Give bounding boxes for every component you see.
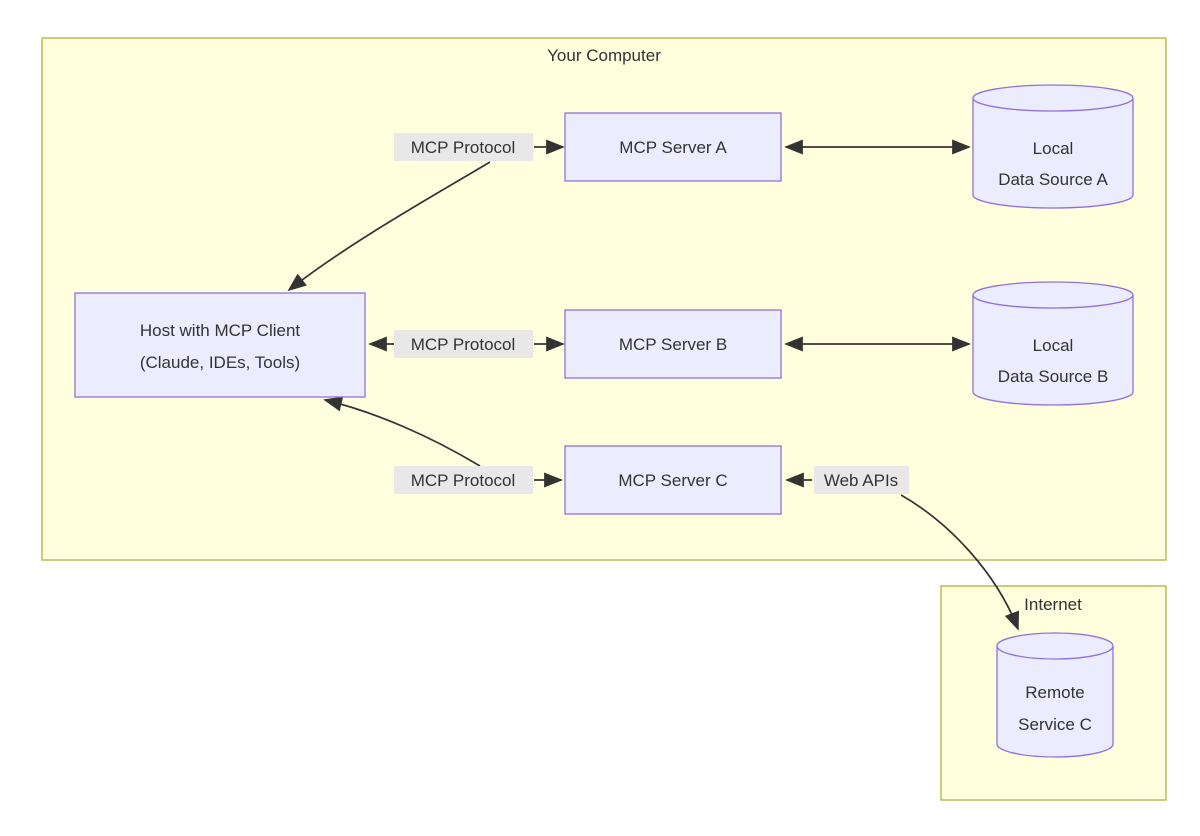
local-data-source-a-line2: Data Source A — [998, 170, 1108, 189]
internet-title: Internet — [1024, 595, 1082, 614]
edge-label-mcp-protocol-a-bg — [394, 133, 533, 161]
mcp-server-c-label: MCP Server C — [618, 471, 727, 490]
local-data-source-b-node: Local Data Source B — [972, 281, 1134, 406]
edge-host-server-a — [287, 161, 491, 292]
mcp-server-b-box — [564, 309, 782, 379]
remote-service-c-cylinder-top — [996, 645, 1114, 660]
mcp-server-c-node: MCP Server C — [564, 445, 782, 515]
local-data-source-b-line1: Local — [1033, 336, 1074, 355]
remote-service-c-line1: Remote — [1025, 683, 1085, 702]
mcp-server-c-box — [564, 445, 782, 515]
edge-label-web-apis: Web APIs — [814, 466, 909, 494]
host-label-line2: (Claude, IDEs, Tools) — [140, 353, 300, 372]
remote-service-c-cylinder — [996, 632, 1114, 758]
mcp-server-a-label: MCP Server A — [619, 138, 727, 157]
host-label-line1: Host with MCP Client — [140, 321, 301, 340]
mcp-server-b-node: MCP Server B — [564, 309, 782, 379]
edge-label-mcp-protocol-a: MCP Protocol — [394, 133, 533, 161]
mcp-server-b-label: MCP Server B — [619, 335, 727, 354]
edge-label-web-apis-text: Web APIs — [824, 471, 898, 490]
edge-label-mcp-protocol-c: MCP Protocol — [394, 466, 533, 494]
edge-label-mcp-protocol-b-bg — [394, 330, 533, 358]
host-node-box — [74, 292, 366, 398]
your-computer-title: Your Computer — [547, 46, 661, 65]
edge-host-server-c — [323, 396, 481, 467]
edge-label-mcp-protocol-b: MCP Protocol — [394, 330, 533, 358]
mcp-server-a-box — [564, 112, 782, 182]
local-data-source-b-line2: Data Source B — [998, 367, 1109, 386]
local-data-source-a-cylinder — [972, 84, 1134, 209]
edge-label-mcp-protocol-c-text: MCP Protocol — [411, 471, 516, 490]
edge-label-mcp-protocol-c-bg — [394, 466, 533, 494]
edge-labels: MCP Protocol MCP Protocol MCP Protocol W… — [394, 133, 909, 494]
edges — [287, 139, 1019, 631]
local-data-source-b-cylinder — [972, 281, 1134, 406]
edge-webapis-remote-c — [900, 494, 1019, 631]
edge-label-mcp-protocol-a-text: MCP Protocol — [411, 138, 516, 157]
remote-service-c-line2: Service C — [1018, 715, 1092, 734]
edge-label-mcp-protocol-b-text: MCP Protocol — [411, 335, 516, 354]
local-data-source-b-cylinder-top — [972, 294, 1134, 309]
local-data-source-a-line1: Local — [1033, 139, 1074, 158]
edge-label-web-apis-bg — [814, 466, 909, 494]
local-data-source-a-node: Local Data Source A — [972, 84, 1134, 209]
mcp-server-a-node: MCP Server A — [564, 112, 782, 182]
host-node: Host with MCP Client (Claude, IDEs, Tool… — [74, 292, 366, 398]
remote-service-c-node: Remote Service C — [996, 632, 1114, 758]
local-data-source-a-cylinder-top — [972, 97, 1134, 112]
internet-subgraph: Internet — [940, 585, 1167, 801]
